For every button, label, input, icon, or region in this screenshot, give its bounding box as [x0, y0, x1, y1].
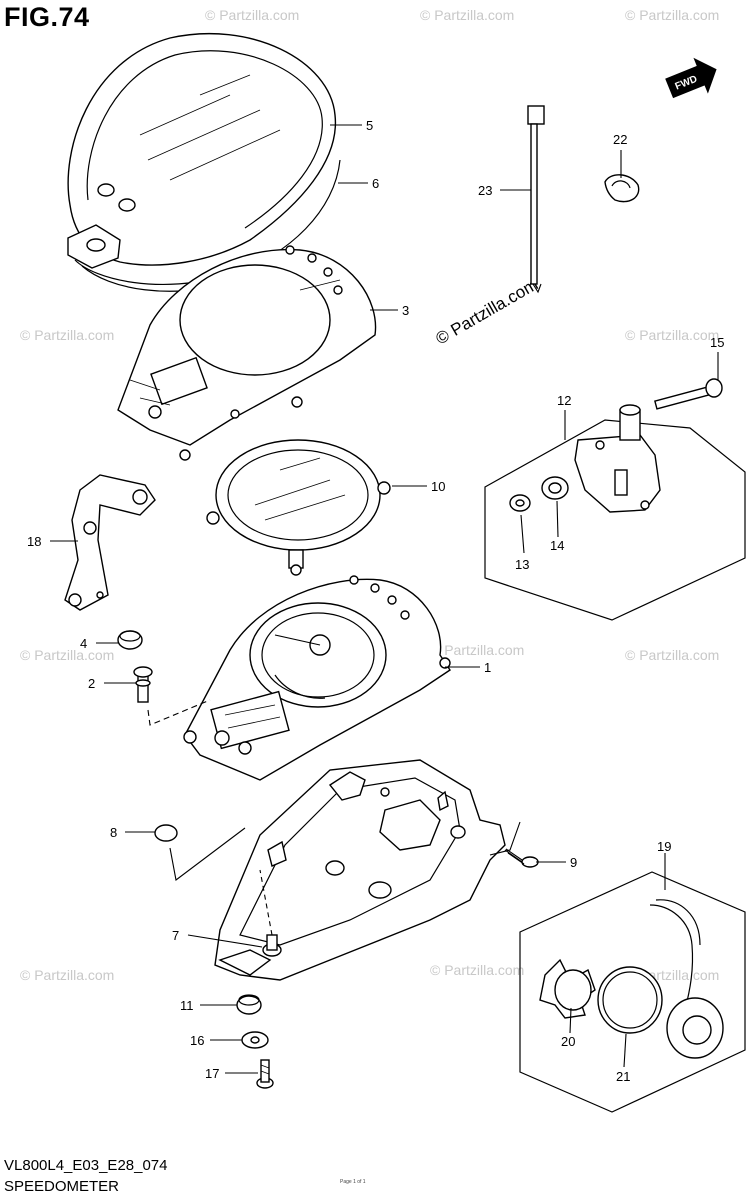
diagram-name: SPEEDOMETER: [4, 1178, 120, 1195]
clamp-part: [604, 174, 640, 203]
callout-5: 5: [366, 118, 373, 133]
callout-16: 16: [190, 1033, 204, 1048]
meter-case-frame-part: [117, 245, 377, 461]
watermark: © Partzilla.com: [20, 647, 114, 663]
watermark: © Partzilla.com: [430, 962, 524, 978]
watermark: © Partzilla.com: [430, 642, 524, 658]
callouts: 5 6 3 10 1 18 4 2 8 9 7 11 16 17 23 22 1…: [27, 118, 724, 1084]
sensor-group-box: [519, 871, 746, 1113]
callout-20: 20: [561, 1034, 575, 1049]
watermark: © Partzilla.com: [205, 7, 299, 23]
callout-12: 12: [557, 393, 571, 408]
socket-group-box: [484, 404, 746, 621]
cable-tie-part: [527, 105, 545, 294]
callout-3: 3: [402, 303, 409, 318]
watermark: © Partzilla.com: [625, 647, 719, 663]
callout-11: 11: [180, 998, 194, 1013]
meter-bracket-part: [64, 474, 156, 611]
screw-part: [262, 934, 282, 957]
meter-lens-part: [206, 439, 391, 576]
callout-18: 18: [27, 534, 41, 549]
bolt-part: [654, 378, 723, 410]
forward-arrow-icon: FWD: [665, 57, 717, 99]
callout-10: 10: [431, 479, 445, 494]
callout-8: 8: [110, 825, 117, 840]
screw-part: [504, 848, 539, 868]
callout-2: 2: [88, 676, 95, 691]
callout-4: 4: [80, 636, 87, 651]
figure-title: FIG.74: [4, 2, 90, 32]
meter-assembly-part: [183, 575, 451, 781]
callout-13: 13: [515, 557, 529, 572]
watermark: © Partzilla.com: [625, 7, 719, 23]
watermark: © Partzilla.com: [420, 7, 514, 23]
callout-6: 6: [372, 176, 379, 191]
washer-part: [241, 1031, 269, 1049]
footer-small-text: Page 1 of 1: [340, 1179, 366, 1185]
callout-22: 22: [613, 132, 627, 147]
callout-21: 21: [616, 1069, 630, 1084]
watermark: © Partzilla.com: [20, 327, 114, 343]
callout-1: 1: [484, 660, 491, 675]
pin-part: [133, 666, 153, 703]
watermark: © Partzilla.com: [625, 327, 719, 343]
leader-lines: [50, 124, 719, 1074]
callout-23: 23: [478, 183, 492, 198]
callout-7: 7: [172, 928, 179, 943]
screw-part: [256, 1059, 274, 1089]
diagram-code: VL800L4_E03_E28_074: [4, 1157, 168, 1174]
watermark-rotated: © Partzilla.com: [433, 275, 542, 349]
callout-15: 15: [710, 335, 724, 350]
cap-part: [154, 824, 178, 842]
cushion-part: [236, 994, 262, 1015]
callout-9: 9: [570, 855, 577, 870]
callout-17: 17: [205, 1066, 219, 1081]
callout-14: 14: [550, 538, 564, 553]
watermark: © Partzilla.com: [20, 967, 114, 983]
callout-19: 19: [657, 839, 671, 854]
cushion-part: [117, 630, 143, 650]
lower-case-part: [214, 759, 506, 981]
meter-cover-part: [67, 33, 337, 269]
